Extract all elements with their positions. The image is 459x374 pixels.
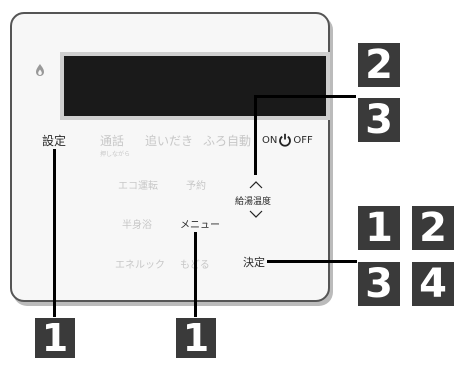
settei-button[interactable]: 設定 <box>42 134 67 148</box>
flame-icon <box>36 64 44 76</box>
step-badge-settei-1: 1 <box>35 316 75 360</box>
step-badge-kettei-2: 2 <box>412 205 454 251</box>
step-badge-temp-2: 2 <box>358 42 400 88</box>
remote-control-panel <box>10 12 330 302</box>
kyuutou-ondo-label: 給湯温度 <box>235 197 272 207</box>
lcd-display <box>60 52 330 120</box>
hanshinyoku-button[interactable]: 半身浴 <box>122 220 152 231</box>
yoyaku-button[interactable]: 予約 <box>186 181 206 192</box>
kettei-callout-line <box>267 260 357 263</box>
tsuuwa-button[interactable]: 通話 <box>100 134 125 148</box>
menu-callout-line <box>194 232 197 317</box>
step-badge-menu-1: 1 <box>176 316 216 360</box>
settei-callout-line <box>53 149 56 317</box>
temp-callout-line-v <box>254 95 257 175</box>
power-on-label: ON <box>262 134 278 146</box>
oidaki-button[interactable]: 追いだき <box>145 134 194 148</box>
furo-jidou-button[interactable]: ふろ自動 <box>203 134 252 148</box>
menu-button[interactable]: メニュー <box>180 220 220 231</box>
kettei-button[interactable]: 決定 <box>243 256 265 269</box>
step-badge-kettei-4: 4 <box>412 261 454 307</box>
power-icon <box>279 133 292 147</box>
tsuuwa-sublabel: 押しながら <box>100 151 131 158</box>
step-badge-temp-3: 3 <box>358 97 400 143</box>
temp-up-arrow-icon[interactable] <box>249 180 263 189</box>
step-badge-kettei-1: 1 <box>358 205 400 251</box>
eneruck-button[interactable]: エネルック <box>115 260 165 271</box>
step-badge-kettei-3: 3 <box>358 261 400 307</box>
power-button[interactable]: ON OFF <box>262 133 313 147</box>
eco-unten-button[interactable]: エコ運転 <box>118 181 158 192</box>
power-off-label: OFF <box>293 134 313 146</box>
temp-down-arrow-icon[interactable] <box>249 210 263 219</box>
temp-callout-line-h <box>254 95 356 98</box>
